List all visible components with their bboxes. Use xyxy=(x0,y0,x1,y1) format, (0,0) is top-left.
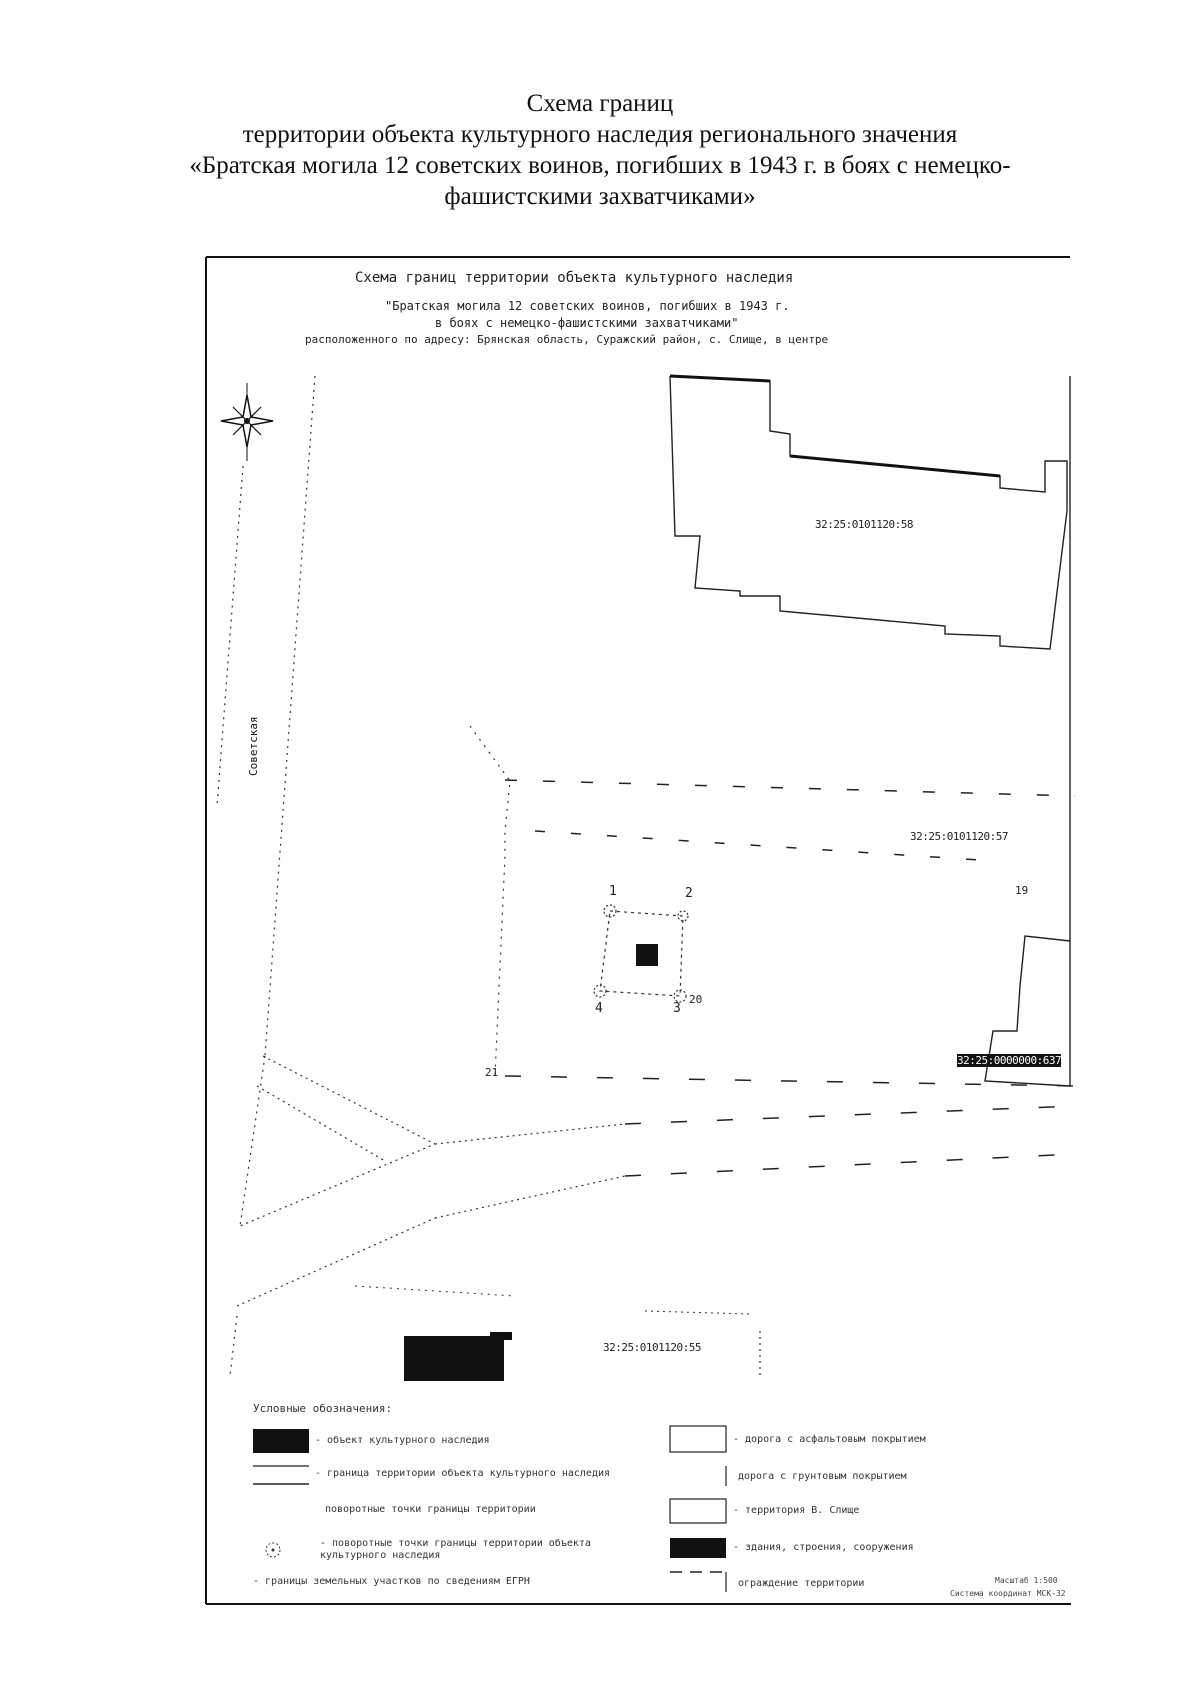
street-edge-left-lower-2 xyxy=(229,1315,238,1377)
point-label-1: 1 xyxy=(609,884,617,899)
parcel-label-center: 32:25:0101120:57 xyxy=(910,830,1008,843)
point-label-20: 20 xyxy=(689,993,703,1006)
turning-point-markers xyxy=(593,904,689,1003)
legend-symbol-turning-point xyxy=(265,1542,281,1558)
parcel-east-outline xyxy=(984,935,1071,1087)
central-parcel-boundary xyxy=(469,725,511,1077)
road-dash-line-1 xyxy=(504,1075,1075,1087)
road-lower-edge xyxy=(434,1175,626,1219)
point-label-4: 4 xyxy=(595,1001,603,1016)
fence-dash-lower xyxy=(534,830,996,862)
legend-item-egrn-parcels: - границы земельных участков по сведения… xyxy=(253,1576,530,1587)
south-parcel-dotted-2 xyxy=(644,1310,751,1315)
building-south-2 xyxy=(490,1332,512,1340)
map-subtitle-2: в боях с немецко-фашистскими захватчикам… xyxy=(435,316,739,330)
building-south-1 xyxy=(404,1336,504,1381)
map-title: Схема границ территории объекта культурн… xyxy=(355,270,794,286)
junction-triangle xyxy=(239,1055,437,1227)
street-edge-right xyxy=(264,375,316,1057)
legend-item-heritage-object: - объект культурного наследия xyxy=(315,1435,490,1446)
point-label-3: 3 xyxy=(673,1001,681,1016)
legend-item-heritage-boundary: - граница территории объекта культурного… xyxy=(315,1468,611,1479)
turning-point-1 xyxy=(603,904,617,918)
heritage-territory-boundary xyxy=(599,910,684,997)
scale-label: Масштаб 1:500 xyxy=(995,1576,1058,1585)
street-label: Советская xyxy=(247,716,260,776)
legend-item-turning-points: поворотные точки границы территории xyxy=(325,1504,536,1515)
junction-inner-line xyxy=(256,1085,386,1162)
turning-point-4 xyxy=(593,984,607,998)
legend-item-territory: - территория В. Слище xyxy=(733,1505,860,1516)
parcel-north-outline xyxy=(669,375,1068,650)
document-title-line-4: фашистскими захватчиками» xyxy=(444,183,756,210)
road-upper-edge xyxy=(434,1123,626,1145)
legend-item-asphalt-road: - дорога с асфальтовым покрытием xyxy=(733,1434,926,1445)
legend-symbol-heritage-object xyxy=(253,1429,309,1453)
map-frame: Схема границ территории объекта культурн… xyxy=(205,256,1075,1606)
south-parcel-dotted-3 xyxy=(354,1285,516,1297)
parcel-north-thick-edge-1 xyxy=(669,374,771,383)
coordinate-system-label: Система координат МСК-32 xyxy=(950,1589,1066,1598)
parcel-label-south: 32:25:0101120:55 xyxy=(603,1341,701,1354)
turning-point-3 xyxy=(673,989,687,1003)
road-dash-line-3 xyxy=(624,1153,1075,1177)
document-title: Схема границ территории объекта культурн… xyxy=(100,88,1100,212)
legend-symbol-buildings xyxy=(670,1538,726,1558)
document-title-line-2: территории объекта культурного наследия … xyxy=(242,121,958,148)
map-subtitle-1: "Братская могила 12 советских воинов, по… xyxy=(385,299,790,313)
legend-item-turning-points-heritage: - поворотные точки границы территории об… xyxy=(320,1538,591,1561)
document-title-line-3: «Братская могила 12 советских воинов, по… xyxy=(189,152,1011,179)
parcel-label-east: 32:25:0000000:637 xyxy=(957,1054,1062,1067)
point-label-19: 19 xyxy=(1015,884,1029,897)
legend-item-dirt-road: дорога с грунтовым покрытием xyxy=(738,1471,907,1482)
point-label-21: 21 xyxy=(485,1066,499,1079)
legend-symbol-asphalt-road xyxy=(669,1425,727,1453)
legend-item-fence: ограждение территории xyxy=(738,1578,865,1589)
turning-point-2 xyxy=(677,910,689,922)
map-drawing xyxy=(205,256,1075,1605)
document-title-line-1: Схема границ xyxy=(526,90,674,117)
road-dash-line-2 xyxy=(624,1105,1075,1125)
legend-item-buildings: - здания, строения, сооружения xyxy=(733,1542,914,1553)
compass-rose-icon xyxy=(220,383,274,461)
point-label-2: 2 xyxy=(685,886,693,901)
parcel-label-north: 32:25:0101120:58 xyxy=(815,518,913,531)
parcel-north-thick-edge-2 xyxy=(789,454,1001,478)
junction-lower-line xyxy=(236,1217,436,1307)
heritage-object-marker xyxy=(636,944,658,966)
legend-heading: Условные обозначения: xyxy=(253,1402,393,1415)
map-subtitle-3: расположенного по адресу: Брянская облас… xyxy=(305,333,829,346)
street-edge-left xyxy=(216,465,244,807)
fence-dash-upper xyxy=(504,779,1075,797)
street-edge-left-lower xyxy=(239,1055,266,1227)
legend-symbol-territory xyxy=(669,1498,727,1524)
